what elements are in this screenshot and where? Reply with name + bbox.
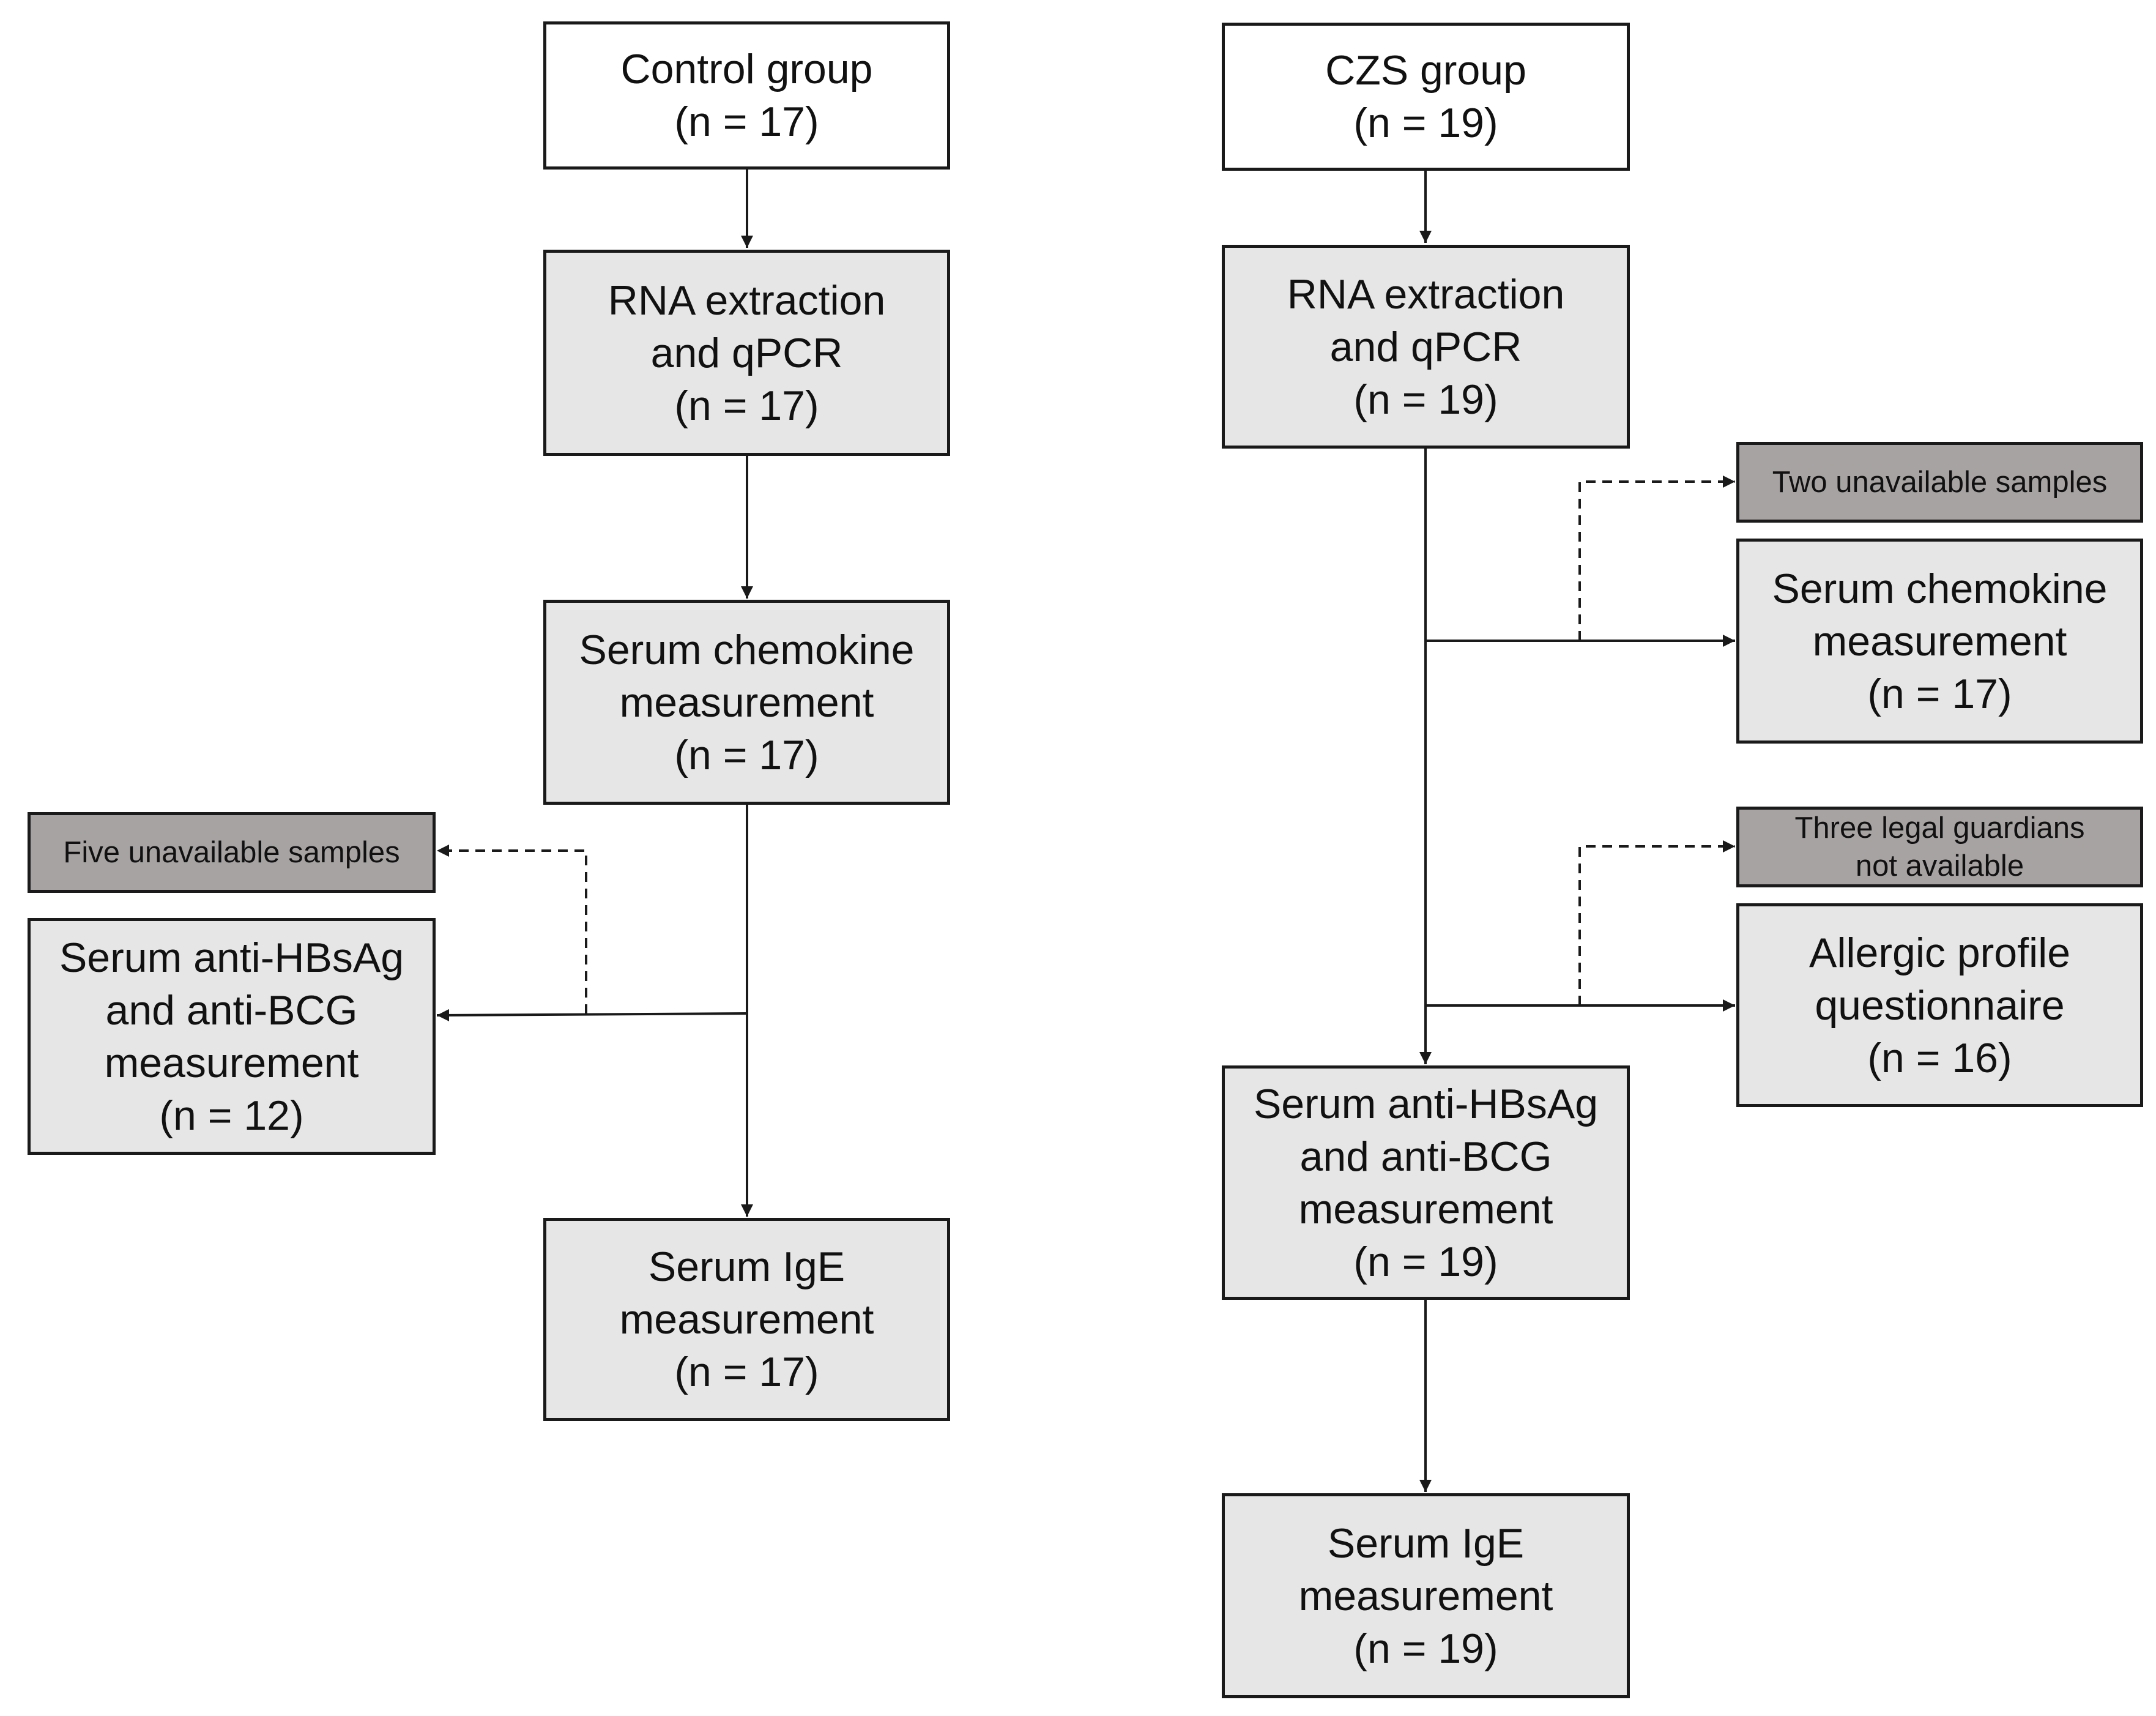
control-antibody-box: Serum anti-HBsAg and anti-BCG measuremen… — [28, 918, 436, 1155]
czs-excluded-samples-box: Two unavailable samples — [1736, 442, 2143, 523]
control-ige-box: Serum IgE measurement (n = 17) — [543, 1218, 950, 1421]
control-chemokine-box: Serum chemokine measurement (n = 17) — [543, 600, 950, 805]
dashed-arrow-control-excluded — [437, 845, 587, 1014]
dashed-arrow-czs-excluded-samples — [1578, 476, 1735, 641]
czs-chemokine-box: Serum chemokine measurement (n = 17) — [1736, 539, 2143, 744]
czs-excluded-guardians-box: Three legal guardians not available — [1736, 807, 2143, 887]
czs-ige-box: Serum IgE measurement (n = 19) — [1222, 1493, 1630, 1698]
control-rna-extraction-box: RNA extraction and qPCR (n = 17) — [543, 250, 950, 456]
czs-allergic-questionnaire-box: Allergic profile questionnaire (n = 16) — [1736, 903, 2143, 1107]
arrow-control-to-antibody — [436, 1009, 748, 1021]
czs-group-box: CZS group (n = 19) — [1222, 23, 1630, 171]
control-group-box: Control group (n = 17) — [543, 21, 950, 170]
dashed-arrow-czs-excluded-guardians — [1578, 840, 1735, 1005]
czs-rna-extraction-box: RNA extraction and qPCR (n = 19) — [1222, 245, 1630, 449]
control-excluded-samples-box: Five unavailable samples — [28, 812, 436, 893]
czs-antibody-box: Serum anti-HBsAg and anti-BCG measuremen… — [1222, 1065, 1630, 1300]
